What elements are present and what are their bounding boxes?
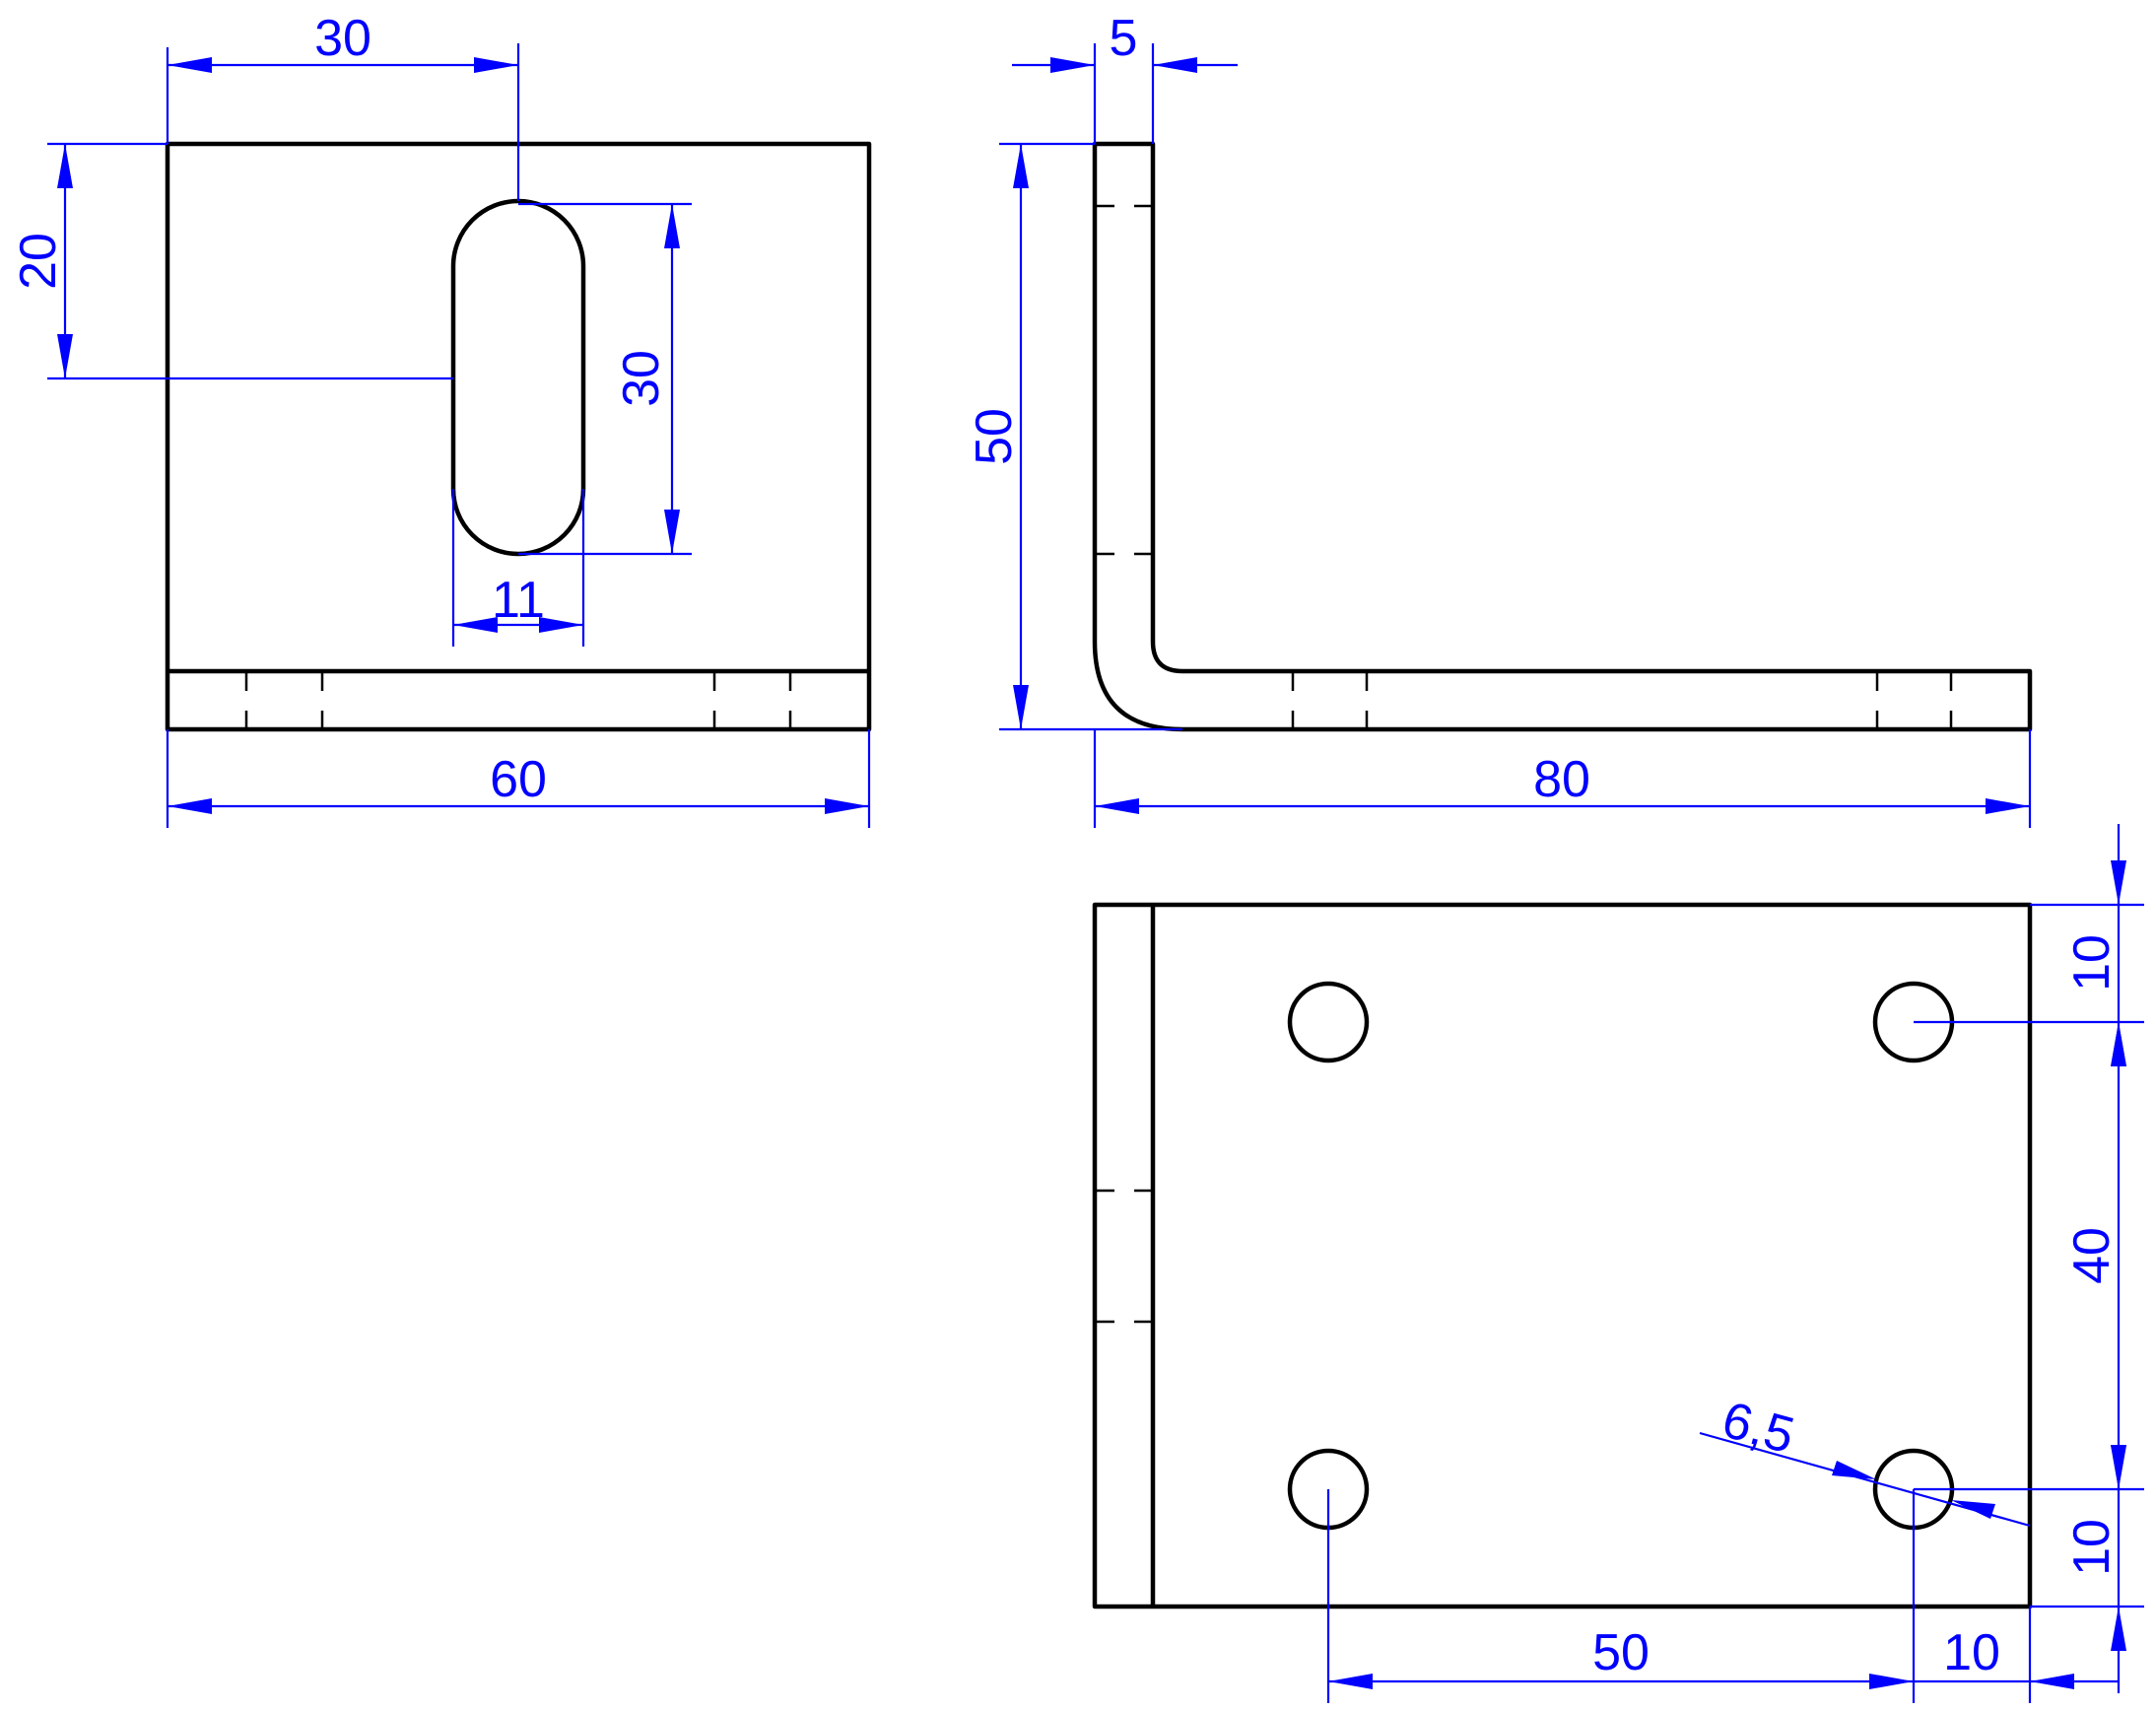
dim-arrow (1328, 1674, 1373, 1689)
dim-arrow (168, 798, 212, 814)
dim-arrow (57, 144, 73, 188)
dim-front-width: 60 (166, 729, 871, 828)
dim-text: 10 (1943, 1624, 2000, 1681)
dim-top-hole-spacing-horizontal: 50 (1328, 1624, 1914, 1689)
dim-arrow (57, 334, 73, 378)
dim-arrow (1050, 57, 1095, 73)
dim-front-slot-width: 11 (451, 489, 585, 647)
dim-top-hole-spacing-vertical: 40 (2063, 1022, 2126, 1489)
dim-side-thickness: 5 (1012, 10, 1238, 144)
dim-front-slot-length: 30 (518, 202, 692, 556)
dim-text: 50 (1592, 1624, 1650, 1681)
dim-text: 10 (2063, 934, 2121, 992)
mounting-hole (1287, 981, 1370, 1063)
dim-text: 6,5 (1717, 1392, 1800, 1466)
front-view (165, 141, 872, 732)
dim-top-hole-to-right-edge: 10 (1943, 1624, 2074, 1689)
dim-front-slot-center-offset: 30 (166, 10, 520, 201)
front-view-outline (165, 141, 872, 732)
dim-top-edge-to-hole-bottom: 10 (2063, 1445, 2126, 1651)
dim-top-hole-diameter: 6,5 (1699, 1392, 2031, 1528)
side-view-profile (1092, 141, 2033, 732)
dimensions: 30 20 30 11 (10, 10, 2144, 1703)
dim-text: 40 (2063, 1227, 2121, 1284)
dim-arrow (2030, 1674, 2074, 1689)
dim-arrow (2111, 1445, 2126, 1489)
dim-arrow (168, 57, 212, 73)
dim-text: 11 (492, 572, 545, 629)
dim-arrow (1951, 1500, 1995, 1519)
dim-text: 50 (966, 408, 1023, 465)
dim-arrow (539, 617, 583, 633)
dim-front-slot-top-offset: 20 (10, 142, 453, 380)
dim-arrow (1832, 1461, 1876, 1479)
side-view-hidden-lines (1095, 204, 1953, 729)
side-view (1092, 141, 2033, 732)
dim-arrow (2111, 1022, 2126, 1066)
dim-arrow (825, 798, 869, 814)
dim-arrow (474, 57, 518, 73)
dim-arrow (453, 617, 498, 633)
dim-arrow (1013, 685, 1029, 729)
dim-arrow (1153, 57, 1197, 73)
dim-arrow (1013, 144, 1029, 188)
dim-arrow (1986, 798, 2030, 814)
dim-arrow (664, 510, 680, 554)
top-view-outline (1092, 902, 2033, 1609)
dim-top-vertical-chain (1914, 824, 2144, 1693)
dim-text: 10 (2063, 1519, 2121, 1576)
top-view (1092, 902, 2033, 1609)
dim-top-horizontal-chain (1326, 1489, 2119, 1703)
dim-text: 30 (314, 10, 371, 67)
dim-text: 60 (490, 751, 547, 808)
dim-arrow (2111, 1607, 2126, 1651)
dim-side-height: 50 (966, 142, 1182, 731)
top-view-hidden-lines (1095, 1189, 1153, 1324)
dim-arrow (664, 204, 680, 248)
front-view-hidden-lines (244, 671, 792, 729)
front-view-slot (450, 198, 586, 557)
dim-arrow (1869, 1674, 1914, 1689)
dim-text: 80 (1533, 751, 1590, 808)
dim-text: 5 (1110, 10, 1138, 67)
dim-arrow (2111, 860, 2126, 905)
dim-text: 30 (613, 350, 670, 407)
dim-text: 20 (10, 233, 67, 290)
dim-arrow (1095, 798, 1139, 814)
dim-side-length: 80 (1093, 729, 2032, 828)
